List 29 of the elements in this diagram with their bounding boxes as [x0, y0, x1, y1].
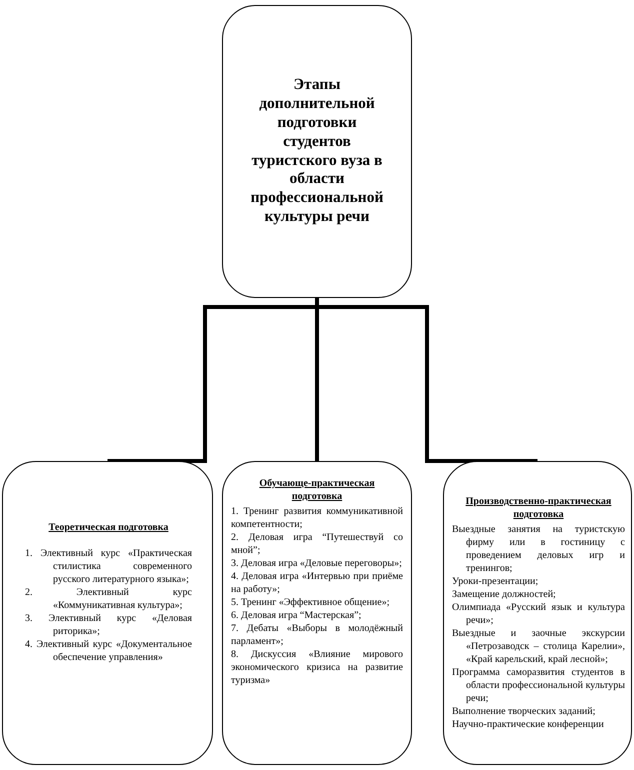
list-item: Программа саморазвития студентов в области профессиональной культуры речи; [452, 666, 625, 705]
rounded-box [222, 5, 412, 298]
list-item: Замещение должностей; [452, 588, 557, 601]
list-item: 2. Деловая игра “Путешествуй со мной”; [231, 531, 403, 557]
list-item: 4. Деловая игра «Интервью при приёме на работу»; [231, 570, 403, 596]
list-item: 3. Элективный курс «Деловая риторика»; [25, 612, 192, 638]
list-item: 4. Элективный курс «Документальное обеспечение управления» [25, 638, 192, 664]
list-item: Уроки-презентации; [452, 575, 540, 588]
list-item: 1. Элективный курс «Практическая стилистика современного русского литературного языка»; [25, 546, 192, 586]
rounded-box [443, 461, 632, 765]
section-heading: Теоретическая подготовка [48, 522, 170, 535]
list-item: 7. Дебаты «Выборы в молодёжный парламент»; [231, 622, 403, 648]
rounded-box [2, 461, 213, 765]
list-item: 8. Дискуссия «Влияние мирового экономического кризиса на развитие туризма» [231, 648, 403, 687]
list-item: Научно-практические конференции [452, 718, 605, 731]
stage-title: Этапы дополнительной подготовки студентов туристского вуза в области профессиональной культуры речи [250, 76, 384, 228]
list-item: Выездные занятия на туристскую фирму или в гостиницу с проведением деловых игр и тренингов; [452, 523, 625, 575]
rounded-box [222, 461, 412, 765]
list-item: Выездные и заочные экскурсии «Петрозаводск – столица Карелии», «Край карельский, край лесной»; [452, 627, 625, 666]
list-item: 6. Деловая игра “Мастерская”; [231, 609, 362, 622]
list-item: Выполнение творческих заданий; [452, 705, 596, 718]
list-item: 3. Деловая игра «Деловые переговоры»; [231, 557, 403, 570]
list-item: 2. Элективный курс «Коммуникативная культура»; [25, 586, 192, 612]
section-heading: Производственно-практическая подготовка [464, 496, 612, 521]
list-item: 1. Тренинг развития коммуникативной компетентности; [231, 505, 403, 531]
list-item: 5. Тренинг «Эффективное общение»; [231, 596, 390, 609]
section-heading: Обучающе-практическая подготовка [258, 478, 376, 503]
connector-line [315, 298, 538, 463]
list-item: Олимпиада «Русский язык и культура речи»; [452, 601, 625, 627]
